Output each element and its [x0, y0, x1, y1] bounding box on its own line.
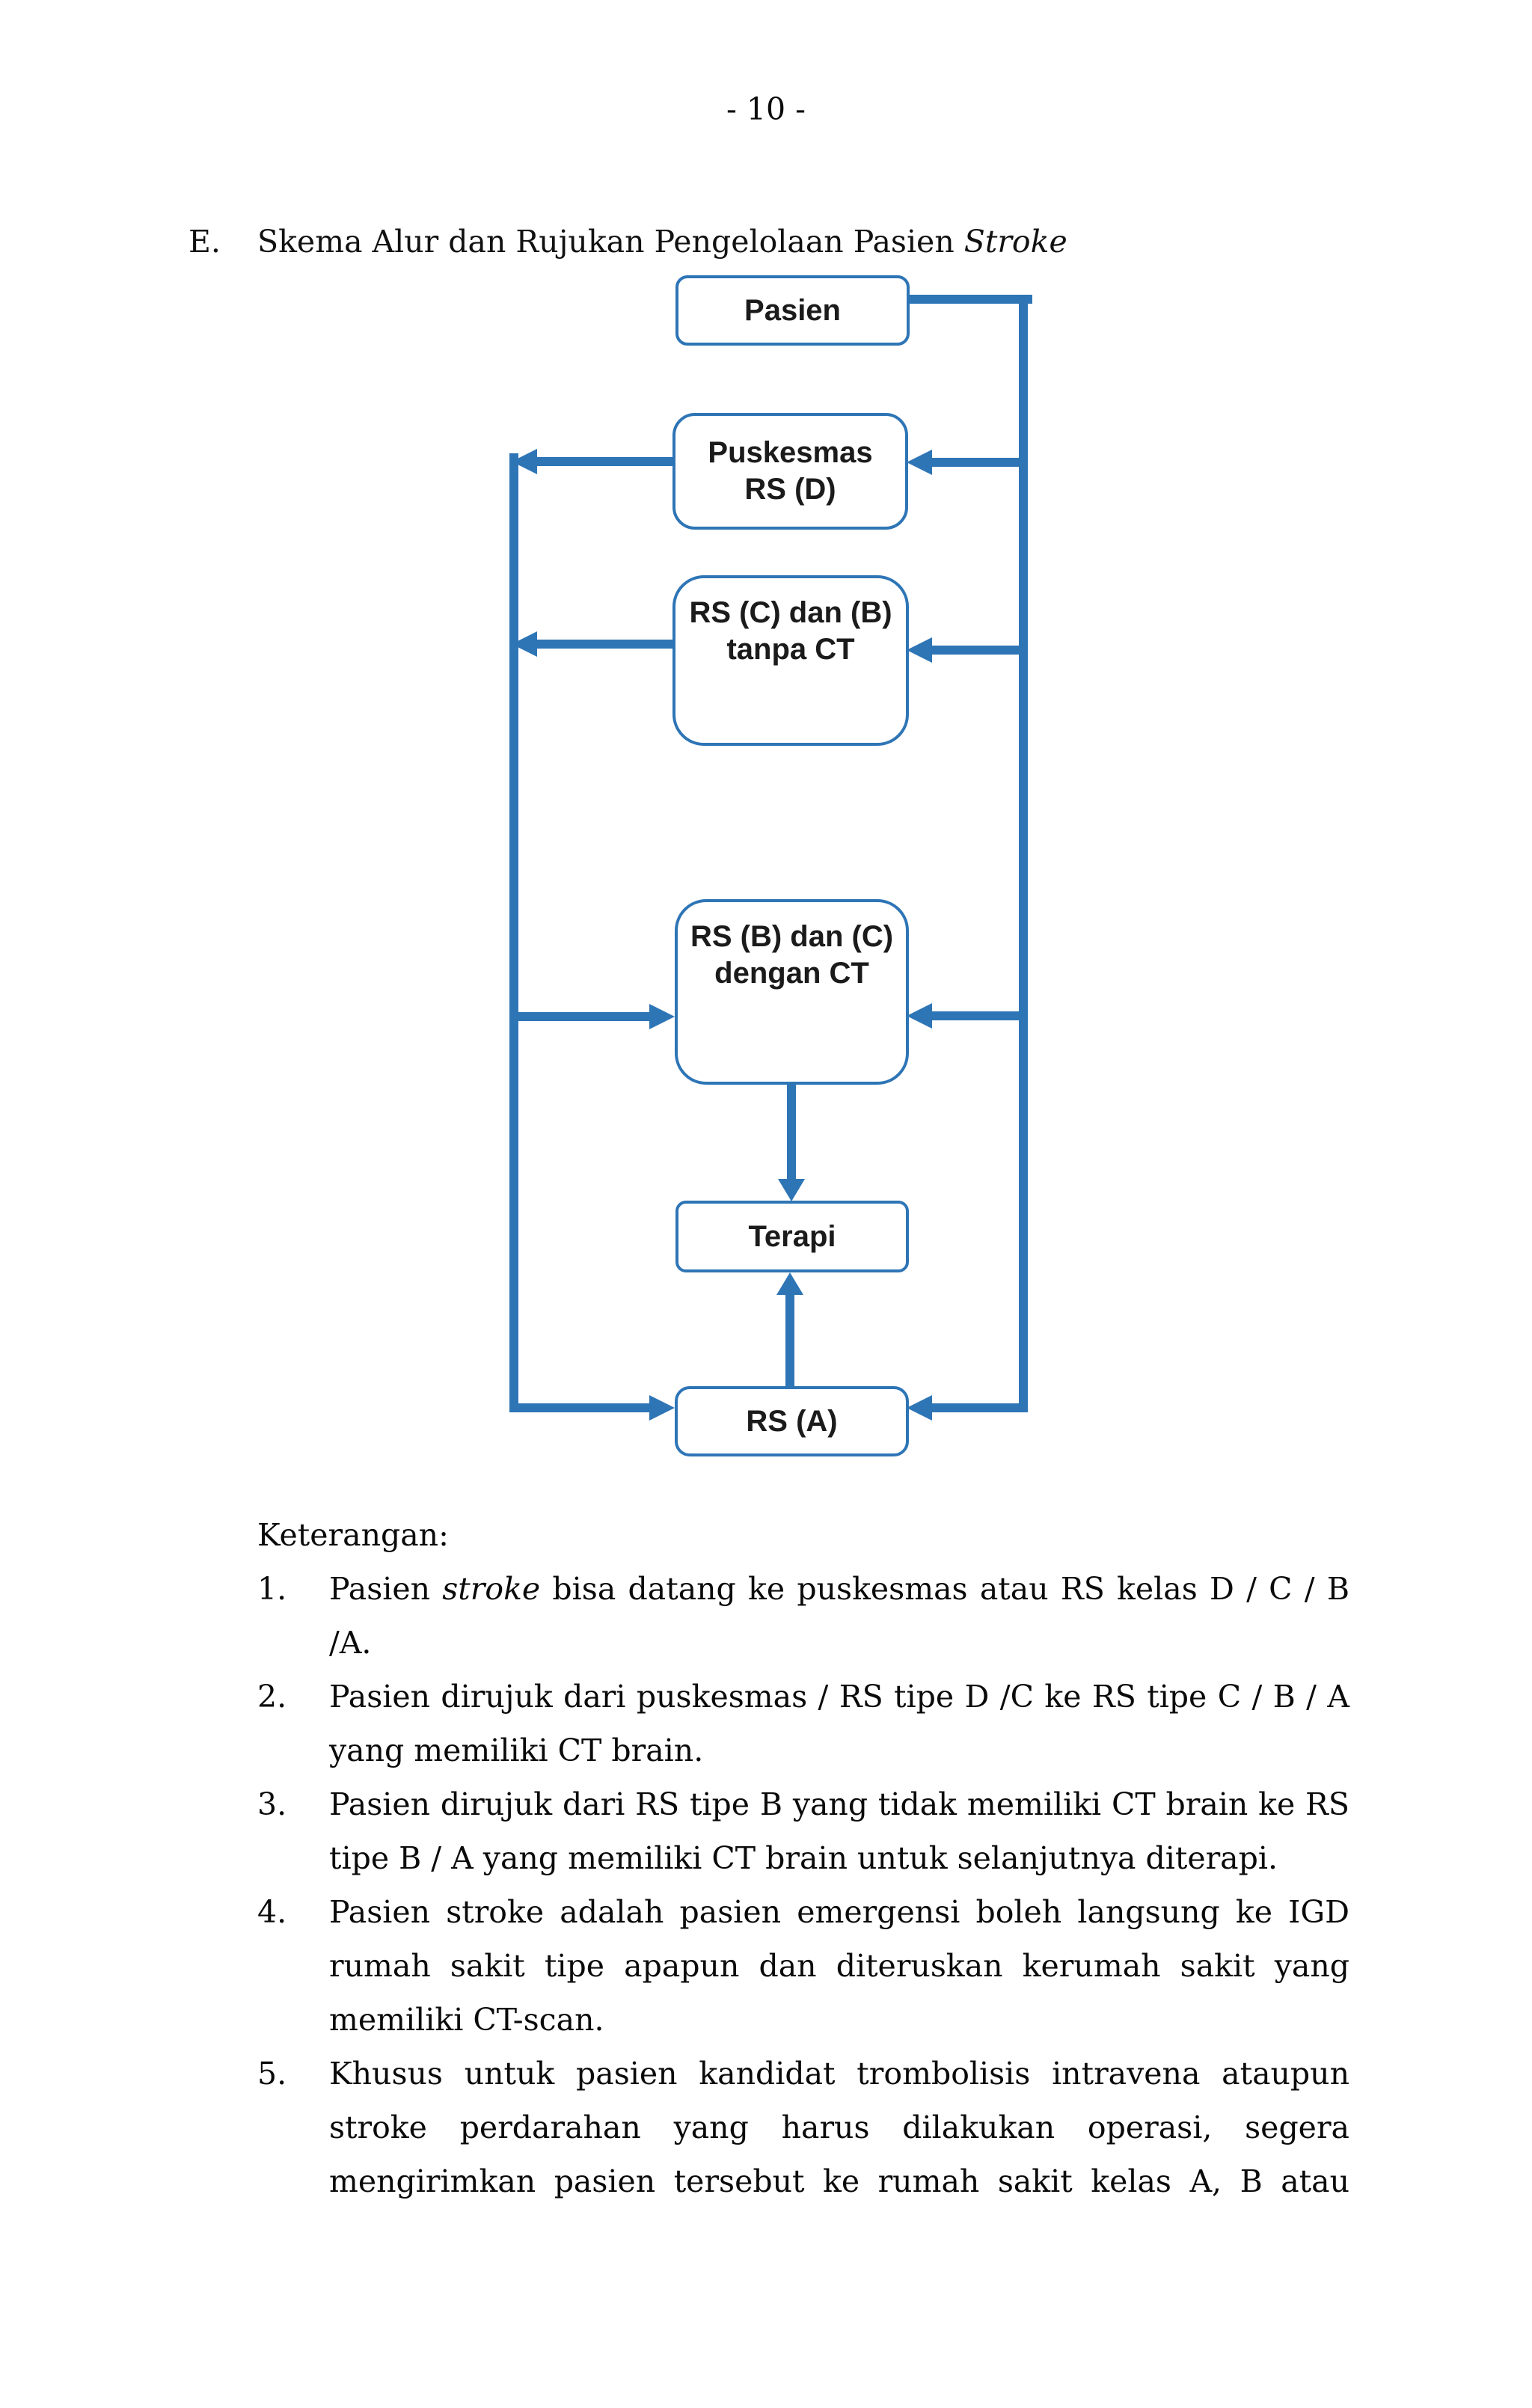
arrow-shaft-rail-to-tanpa-ct [932, 646, 1020, 655]
arrow-shaft-rs-a-to-terapi [785, 1293, 794, 1386]
list-item-line: Khusus untuk pasien kandidat trombolisis… [329, 2047, 1349, 2101]
arrowhead-left-rail-to-rs-a-icon [649, 1395, 675, 1421]
flowchart-box-pasien: Pasien [675, 275, 910, 346]
list-item: 1. Pasien stroke bisa datang ke puskesmas… [257, 1562, 1349, 1670]
list-item-number: 1. [257, 1571, 287, 1607]
box-label-line: RS (D) [744, 473, 836, 506]
section-title-text: Skema Alur dan Rujukan Pengelolaan Pasie… [257, 224, 964, 260]
arrow-shaft-rail-to-dengan-ct [932, 1011, 1020, 1020]
list-item-line: Pasien stroke bisa datang ke puskesmas a… [329, 1562, 1349, 1616]
box-label-line: Puskesmas [708, 436, 873, 470]
text: stroke perdarahan yang harus dilakukan o… [329, 2110, 1349, 2145]
arrowhead-left-rail-to-dengan-ct-icon [649, 1004, 675, 1029]
arrow-shaft-dengan-ct-to-terapi [787, 1085, 796, 1180]
keterangan-title: Keterangan: [257, 1517, 449, 1553]
list-item-lines: Pasien dirujuk dari RS tipe B yang tidak… [329, 1777, 1349, 1885]
keterangan-list: 1. Pasien stroke bisa datang ke puskesmas… [257, 1562, 1349, 2208]
arrowhead-puskesmas-to-left-rail-icon [512, 449, 537, 474]
arrow-shaft-left-rail-to-rs-a [514, 1403, 651, 1412]
flowchart-box-rs-b-c-dengan-ct: RS (B) dan (C)dengan CT [675, 899, 909, 1085]
text: rumah sakit tipe apapun dan diteruskan k… [329, 1948, 1349, 1984]
box-label-line: Pasien [744, 293, 841, 327]
text: Pasien dirujuk dari RS tipe B yang tidak… [329, 1786, 1349, 1822]
box-label-line: RS (B) dan (C) [690, 920, 894, 953]
arrowhead-into-rs-a-icon [907, 1395, 932, 1421]
list-item-line: Pasien dirujuk dari puskesmas / RS tipe … [329, 1670, 1349, 1724]
list-item-line: tipe B / A yang memiliki CT brain untuk … [329, 1831, 1349, 1885]
arrowhead-tanpa-ct-to-left-rail-icon [512, 631, 537, 657]
arrowhead-rs-a-to-terapi-icon [776, 1272, 803, 1295]
list-item-line: Pasien stroke adalah pasien emergensi bo… [329, 1885, 1349, 1939]
list-item-line: /A. [329, 1616, 1349, 1670]
list-item: 2. Pasien dirujuk dari puskesmas / RS tip… [257, 1670, 1349, 1777]
list-item-number: 2. [257, 1679, 287, 1715]
arrowhead-dengan-ct-to-terapi-icon [778, 1179, 805, 1201]
box-label-line: dengan CT [714, 956, 869, 990]
text: Khusus untuk pasien kandidat trombolisis… [329, 2056, 1349, 2092]
list-item-number: 3. [257, 1786, 287, 1822]
flowchart-box-rs-a: RS (A) [675, 1386, 909, 1456]
left-rail-line [509, 453, 518, 1412]
text: Pasien dirujuk dari puskesmas / RS tipe … [329, 1679, 1349, 1715]
list-item-number: 4. [257, 1894, 287, 1930]
flowchart-box-rs-c-b-tanpa-ct: RS (C) dan (B)tanpa CT [672, 575, 909, 746]
arrowhead-into-puskesmas-icon [907, 450, 932, 475]
list-item-lines: Pasien dirujuk dari puskesmas / RS tipe … [329, 1670, 1349, 1777]
list-item-line: mengirimkan pasien tersebut ke rumah sak… [329, 2154, 1349, 2208]
arrow-shaft-puskesmas-to-left-rail [537, 457, 675, 466]
list-item: 4. Pasien stroke adalah pasien emergensi … [257, 1885, 1349, 2047]
list-item-line: memiliki CT-scan. [329, 1993, 1349, 2047]
arrow-shaft-rail-to-puskesmas [932, 458, 1020, 467]
arrow-shaft-rail-to-rs-a [932, 1403, 1020, 1412]
arrow-shaft-tanpa-ct-to-left-rail [537, 640, 675, 649]
box-label-line: RS (C) dan (B) [689, 596, 892, 629]
list-item-line: yang memiliki CT brain. [329, 1724, 1349, 1777]
right-rail-line [1019, 295, 1028, 1412]
arrowhead-into-dengan-ct-icon [907, 1003, 932, 1029]
arrowhead-into-tanpa-ct-icon [907, 637, 932, 663]
text: Pasien stroke adalah pasien emergensi bo… [329, 1894, 1349, 1930]
list-item-lines: Khusus untuk pasien kandidat trombolisis… [329, 2047, 1349, 2208]
connector-pasien-to-right-rail [907, 295, 1032, 304]
section-title: Skema Alur dan Rujukan Pengelolaan Pasie… [257, 215, 1067, 269]
box-label-line: RS (A) [746, 1404, 838, 1438]
list-item: 5. Khusus untuk pasien kandidat trombolis… [257, 2047, 1349, 2208]
arrow-shaft-left-rail-to-dengan-ct [518, 1012, 651, 1021]
list-item-line: rumah sakit tipe apapun dan diteruskan k… [329, 1939, 1349, 1993]
section-title-italic: Stroke [963, 224, 1067, 260]
list-item-line: stroke perdarahan yang harus dilakukan o… [329, 2101, 1349, 2154]
text: memiliki CT-scan. [329, 2002, 604, 2038]
text: yang memiliki CT brain. [329, 1733, 704, 1768]
text: /A. [329, 1625, 372, 1661]
text: Pasien [329, 1571, 443, 1607]
page-number: - 10 - [726, 91, 806, 127]
section-index: E. [189, 224, 221, 260]
keterangan-section: Keterangan: 1. Pasien stroke bisa datang … [257, 1508, 1349, 2208]
list-item: 3. Pasien dirujuk dari RS tipe B yang tid… [257, 1777, 1349, 1885]
list-item-line: Pasien dirujuk dari RS tipe B yang tidak… [329, 1777, 1349, 1831]
flowchart-box-terapi: Terapi [675, 1201, 909, 1272]
text: bisa datang ke puskesmas atau RS kelas D… [540, 1571, 1349, 1607]
box-label-line: Terapi [748, 1219, 836, 1253]
text: tipe B / A yang memiliki CT brain untuk … [329, 1840, 1278, 1876]
text: mengirimkan pasien tersebut ke rumah sak… [329, 2163, 1349, 2199]
italic-text: stroke [442, 1571, 541, 1607]
list-item-lines: Pasien stroke bisa datang ke puskesmas a… [329, 1562, 1349, 1670]
list-item-number: 5. [257, 2056, 287, 2092]
list-item-lines: Pasien stroke adalah pasien emergensi bo… [329, 1885, 1349, 2047]
box-label-line: tanpa CT [726, 632, 855, 666]
